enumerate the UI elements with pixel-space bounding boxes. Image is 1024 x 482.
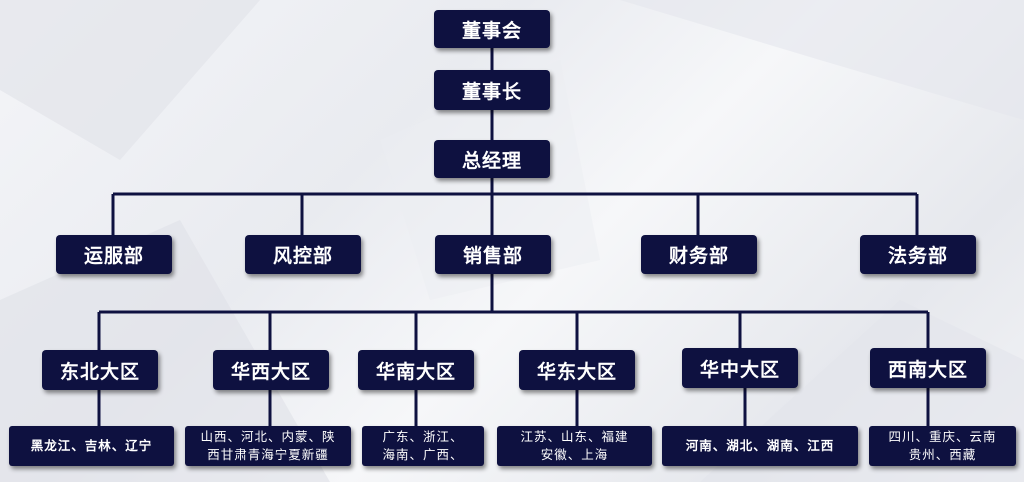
province-line: 贵州、西藏 bbox=[908, 447, 977, 462]
province-line: 河南、湖北、湖南、江西 bbox=[685, 438, 835, 453]
region-provinces-box: 河南、湖北、湖南、江西 bbox=[662, 426, 858, 466]
region-provinces-box: 山西、河北、内蒙、陕 西甘肃青海宁夏新疆 bbox=[185, 426, 351, 466]
province-line: 山西、河北、内蒙、陕 bbox=[200, 429, 336, 444]
province-line: 安徽、上海 bbox=[540, 447, 609, 462]
region-provinces-box: 黑龙江、吉林、辽宁 bbox=[9, 426, 174, 466]
province-line: 黑龙江、吉林、辽宁 bbox=[30, 438, 153, 453]
region-provinces-box: 广东、浙江、 海南、广西、 bbox=[362, 426, 484, 466]
region-node: 华西大区 bbox=[213, 350, 329, 390]
dept-finance-node: 财务部 bbox=[641, 235, 757, 274]
province-line: 西甘肃青海宁夏新疆 bbox=[207, 447, 329, 462]
chairman-node: 董事长 bbox=[434, 70, 550, 110]
province-line: 海南、广西、 bbox=[382, 447, 464, 462]
region-provinces-box: 江苏、山东、福建 安徽、上海 bbox=[497, 426, 652, 466]
region-node: 东北大区 bbox=[42, 350, 158, 390]
region-node: 华东大区 bbox=[519, 350, 635, 390]
province-line: 四川、重庆、云南 bbox=[888, 429, 997, 444]
region-node: 西南大区 bbox=[870, 348, 986, 388]
board-node: 董事会 bbox=[434, 10, 550, 48]
dept-sales-node: 销售部 bbox=[435, 235, 551, 274]
region-node: 华中大区 bbox=[682, 348, 798, 388]
general-manager-node: 总经理 bbox=[434, 140, 550, 178]
dept-ops-node: 运服部 bbox=[56, 235, 172, 274]
dept-legal-node: 法务部 bbox=[860, 235, 976, 274]
province-line: 江苏、山东、福建 bbox=[520, 429, 629, 444]
dept-risk-node: 风控部 bbox=[245, 235, 361, 274]
province-line: 广东、浙江、 bbox=[382, 429, 464, 444]
region-node: 华南大区 bbox=[358, 350, 474, 390]
region-provinces-box: 四川、重庆、云南 贵州、西藏 bbox=[869, 426, 1016, 466]
